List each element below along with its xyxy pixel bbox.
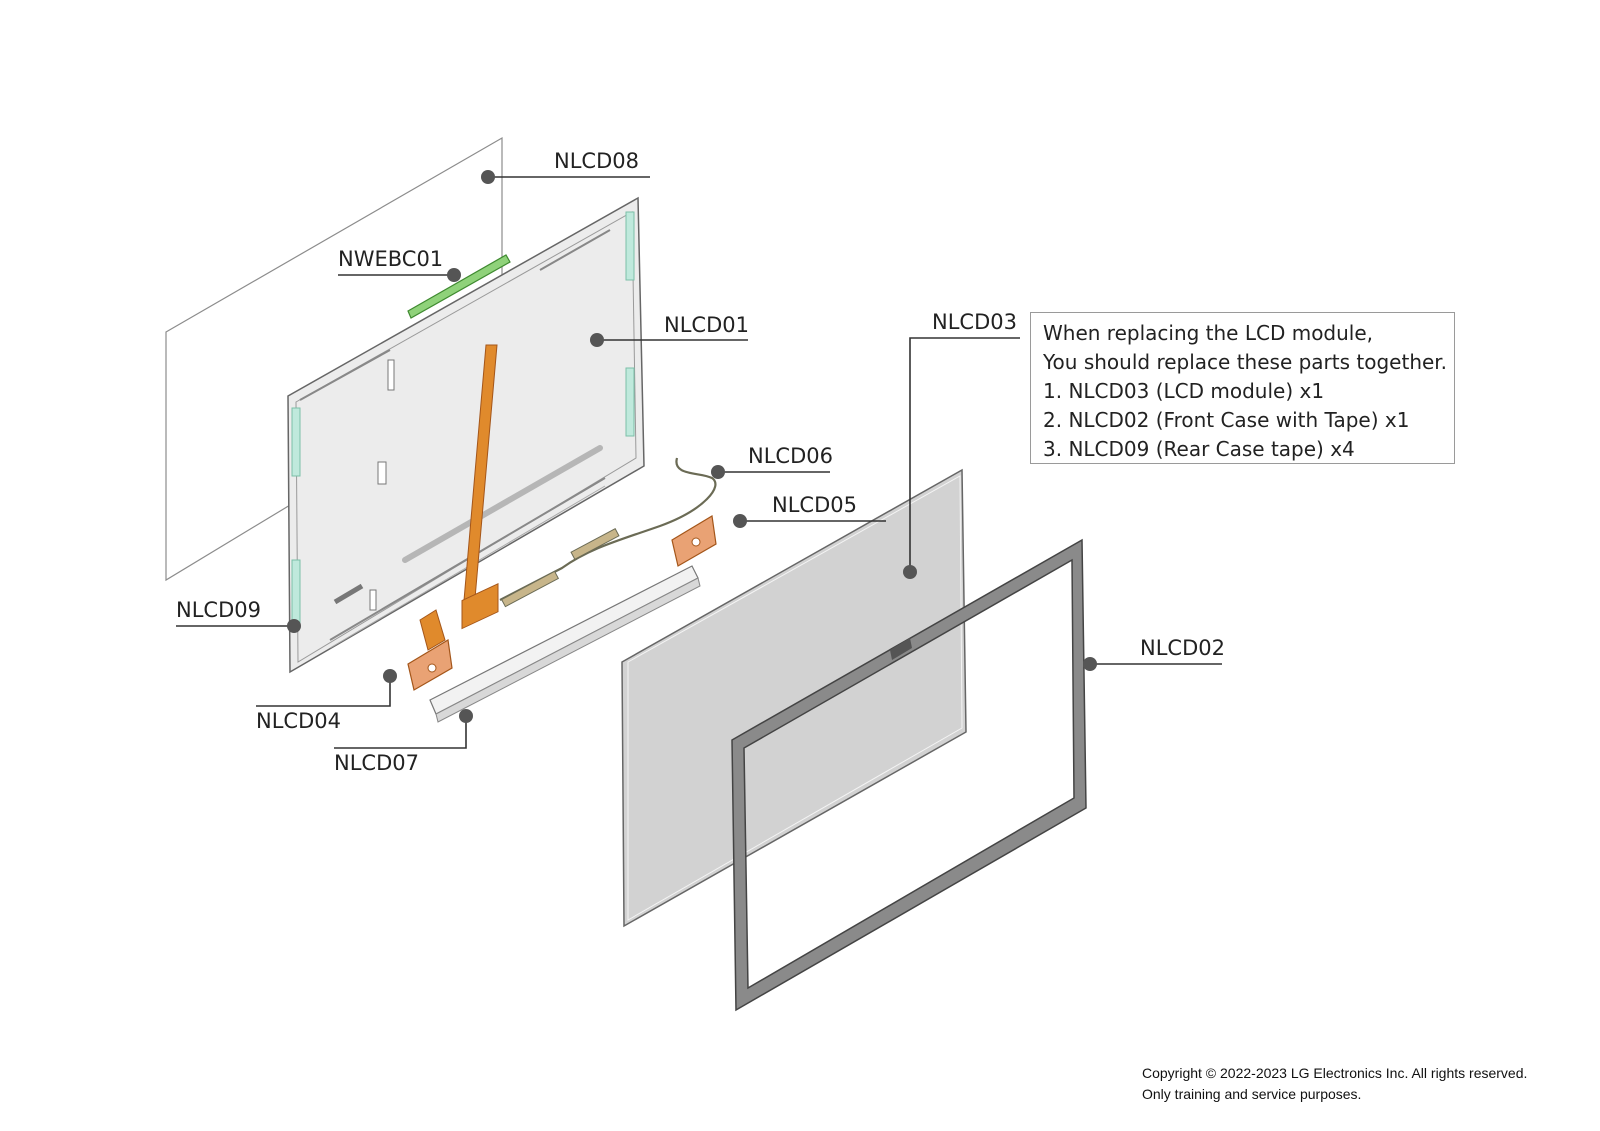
nlcd06-antenna-cable — [499, 457, 717, 601]
dot-nlcd08 — [481, 170, 495, 184]
dot-nlcd05 — [733, 514, 747, 528]
leader-nlcd04 — [256, 676, 391, 707]
note-line-2: You should replace these parts together. — [1043, 350, 1448, 374]
nwebc01-webcam-board — [407, 254, 511, 319]
label-nlcd01: NLCD01 — [664, 313, 749, 337]
nlcd04-left-hinge — [407, 639, 453, 691]
dot-nlcd07 — [459, 709, 473, 723]
leader-dots — [287, 170, 1097, 723]
leader-nlcd07 — [334, 716, 467, 749]
copyright-notice: Copyright © 2022-2023 LG Electronics Inc… — [1142, 1063, 1527, 1105]
dot-nlcd04 — [383, 669, 397, 683]
label-nlcd09: NLCD09 — [176, 598, 261, 622]
label-nlcd05: NLCD05 — [772, 493, 857, 517]
dot-nlcd02 — [1083, 657, 1097, 671]
label-nwebc01: NWEBC01 — [338, 247, 444, 271]
nlcd05-right-hinge — [671, 515, 717, 567]
copyright-line-2: Only training and service purposes. — [1142, 1086, 1362, 1102]
copyright-line-1: Copyright © 2022-2023 LG Electronics Inc… — [1142, 1065, 1528, 1081]
label-nlcd08: NLCD08 — [554, 149, 639, 173]
note-line-1: When replacing the LCD module, — [1043, 321, 1374, 345]
note-line-4: 2. NLCD02 (Front Case with Tape) x1 — [1043, 408, 1410, 432]
antenna-module-lower — [500, 570, 560, 608]
dot-nwebc01 — [447, 268, 461, 282]
leader-lines — [176, 176, 1222, 749]
dot-nlcd06 — [711, 465, 725, 479]
dot-nlcd09 — [287, 619, 301, 633]
label-nlcd02: NLCD02 — [1140, 636, 1225, 660]
dot-nlcd03 — [903, 565, 917, 579]
nlcd07-hinge-cover — [429, 565, 701, 723]
label-nlcd06: NLCD06 — [748, 444, 833, 468]
note-line-5: 3. NLCD09 (Rear Case tape) x4 — [1043, 437, 1355, 461]
display-flat-cable — [419, 344, 499, 651]
dot-nlcd01 — [590, 333, 604, 347]
note-line-3: 1. NLCD03 (LCD module) x1 — [1043, 379, 1325, 403]
nlcd02-front-bezel — [731, 538, 1087, 1012]
replacement-note-box: When replacing the LCD module, You shoul… — [1030, 312, 1455, 464]
label-nlcd04: NLCD04 — [256, 709, 341, 733]
label-nlcd07: NLCD07 — [334, 751, 419, 775]
nlcd03-lcd-module — [621, 468, 967, 928]
antenna-module-upper — [570, 528, 620, 560]
leader-nlcd03 — [909, 337, 1020, 566]
label-nlcd03: NLCD03 — [932, 310, 1017, 334]
